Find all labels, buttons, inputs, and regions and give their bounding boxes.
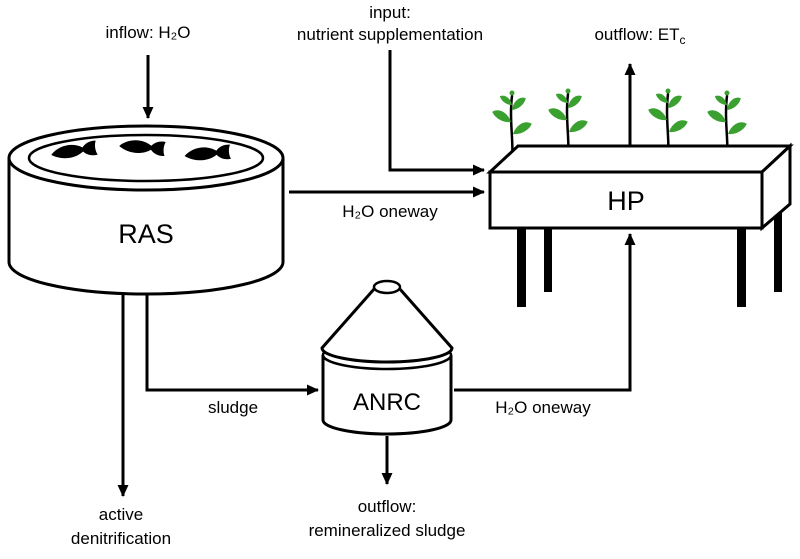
anrc-cone xyxy=(320,287,454,364)
anrc-cylinder-body xyxy=(321,355,453,436)
hp-leg xyxy=(737,228,746,307)
h2o-oneway-ras-hp-label: H₂O oneway xyxy=(342,202,438,221)
input-label-line1: input: xyxy=(369,3,411,22)
anrc-cone-opening xyxy=(372,279,402,295)
arrow-anrc-to-hp xyxy=(454,233,636,392)
arrow-nutrient-input-to-hp xyxy=(388,50,485,176)
active-denitrification-label-line2: denitrification xyxy=(71,529,171,548)
sludge-label: sludge xyxy=(208,398,258,417)
hp-leg xyxy=(774,206,782,292)
outflow-etc-main: outflow: ET xyxy=(594,25,679,44)
hp-top-face xyxy=(486,144,794,174)
anrc-label: ANRC xyxy=(353,389,421,416)
hp-leg xyxy=(517,228,526,307)
outflow-sludge-label-line2: remineralized sludge xyxy=(309,521,466,540)
inflow-label: inflow: H₂O xyxy=(105,23,190,42)
hp-planter: HP xyxy=(486,87,794,307)
hp-leg xyxy=(544,228,552,292)
outflow-etc-label: outflow: ETc xyxy=(594,25,685,47)
ras-label: RAS xyxy=(118,219,174,249)
h2o-oneway-anrc-hp-label: H₂O oneway xyxy=(495,398,591,417)
anrc-unit: ANRC xyxy=(320,279,454,436)
ras-tank: RAS xyxy=(7,124,285,296)
arrow-ras-sludge-to-anrc xyxy=(145,294,319,396)
ras-tank-body xyxy=(7,158,285,296)
active-denitrification-label-line1: active xyxy=(99,505,143,524)
hp-label: HP xyxy=(607,186,645,216)
input-label-line2: nutrient supplementation xyxy=(297,25,483,44)
outflow-etc-subscript: c xyxy=(680,33,686,47)
hp-front-face xyxy=(488,170,764,230)
outflow-sludge-label-line1: outflow: xyxy=(358,497,417,516)
